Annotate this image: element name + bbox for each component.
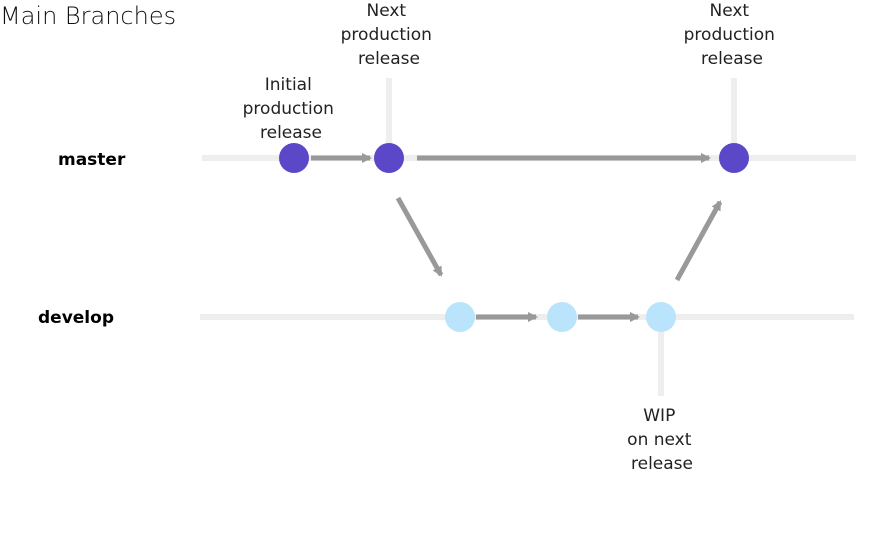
arrow-master-to-develop bbox=[395, 196, 444, 277]
develop-commit-2[interactable] bbox=[547, 302, 577, 332]
master-commit-next-release[interactable] bbox=[719, 143, 749, 173]
annotation-next-release-2: Next production release bbox=[684, 1, 781, 69]
diagram-title: Main Branches bbox=[0, 2, 176, 30]
annotation-next-release-1: Next production release bbox=[341, 1, 438, 69]
master-commit-initial[interactable] bbox=[279, 143, 309, 173]
master-label: master bbox=[58, 150, 126, 170]
flow-arrows bbox=[311, 153, 723, 322]
develop-commit-1[interactable] bbox=[445, 302, 475, 332]
annotation-wip: WIP on next release bbox=[627, 406, 697, 474]
master-commit-release[interactable] bbox=[374, 143, 404, 173]
annotation-initial-release: Initial production release bbox=[243, 75, 340, 143]
develop-label: develop bbox=[38, 308, 114, 328]
arrow-develop-to-master bbox=[674, 200, 723, 282]
develop-commit-3[interactable] bbox=[646, 302, 676, 332]
